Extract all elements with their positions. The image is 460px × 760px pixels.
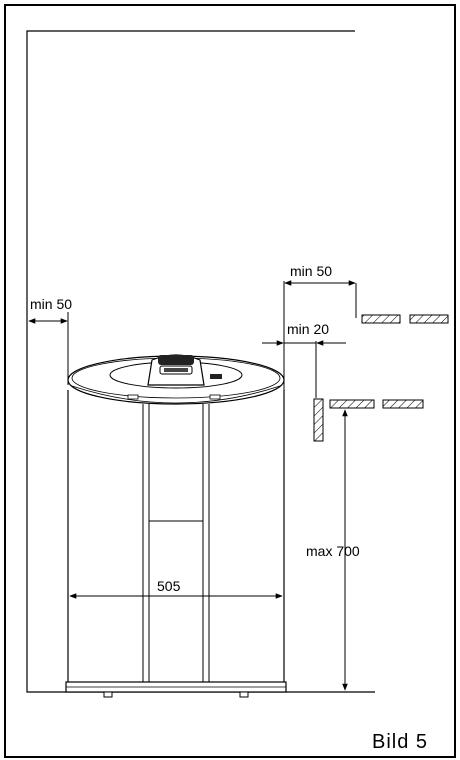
stove [65,354,287,698]
min-20-label: min 20 [287,321,329,337]
min-20-dimension: min 20 [262,321,346,398]
min-50-right-label: min 50 [290,263,332,279]
outer-frame [4,4,456,758]
height-dimension: max 700 [306,409,360,691]
width-dimension: 505 [69,578,283,599]
left-clearance-dimension: min 50 [28,296,72,385]
wall-outline [26,30,375,693]
max-700-label: max 700 [306,543,360,559]
right-clearance-dimension: min 50 [283,263,357,390]
hatched-obstacles [313,314,449,442]
min-50-left-label: min 50 [30,296,72,312]
figure-caption: Bild 5 [372,731,428,753]
width-505-label: 505 [157,578,181,594]
